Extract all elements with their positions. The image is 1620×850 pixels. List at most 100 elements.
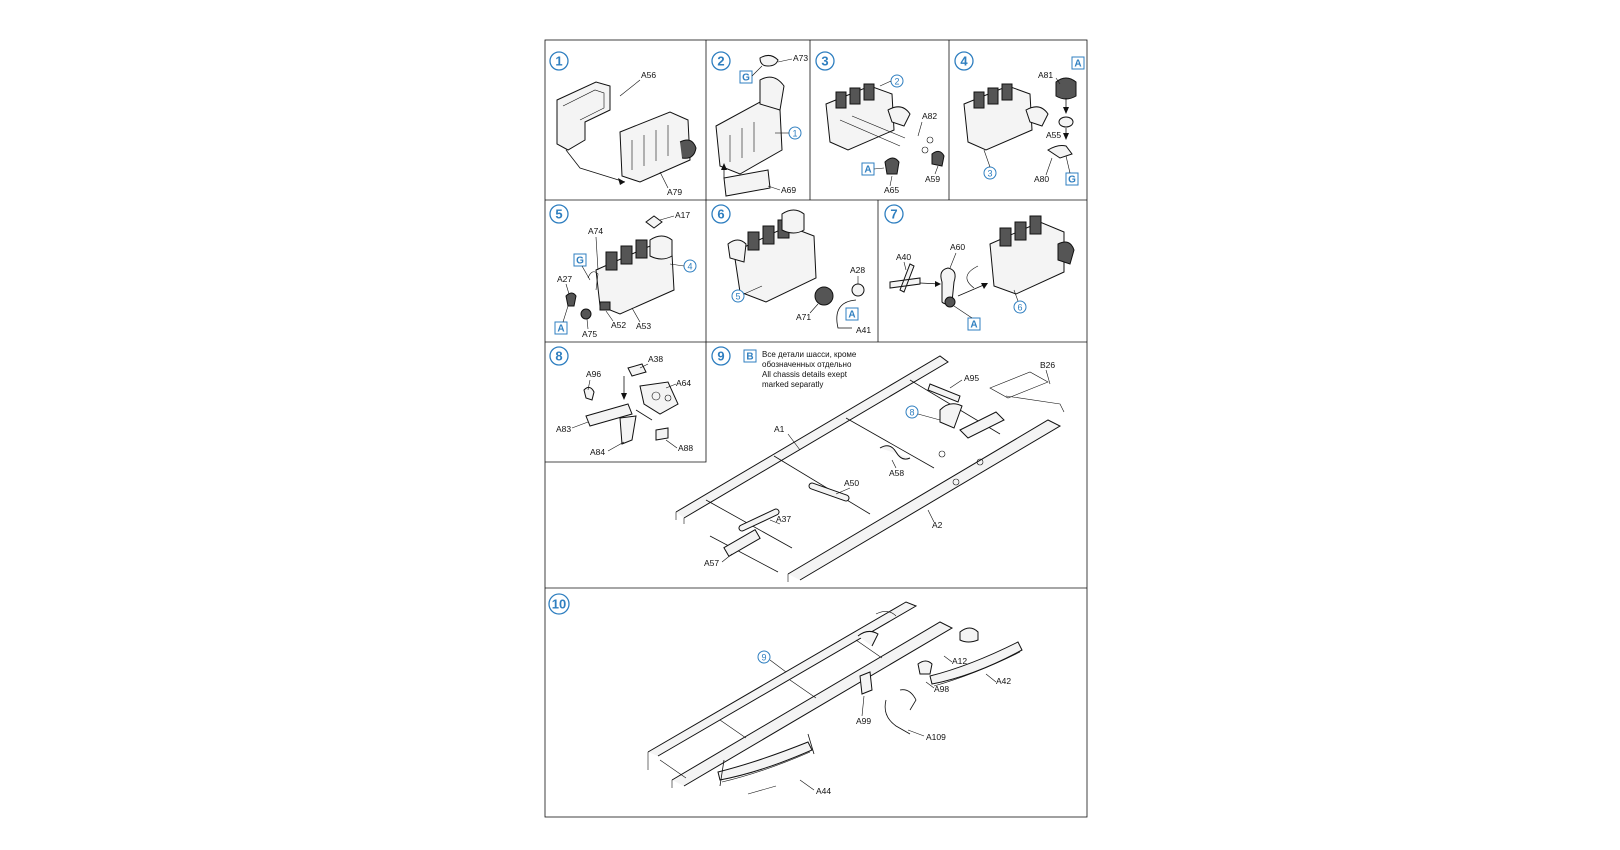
part-label: A60 [950,242,965,252]
part-label: A2 [932,520,943,530]
part-label: A40 [896,252,911,262]
part-label: A82 [922,111,937,121]
part-label: A99 [856,716,871,726]
part-label: A38 [648,354,663,364]
step-number-badge: 4 [954,51,974,71]
part-label: A44 [816,786,831,796]
ref-circle: 2 [890,74,904,88]
svg-text:A: A [864,165,871,176]
chassis-frame-drawing [675,355,1065,582]
part-label: A52 [611,320,626,330]
svg-text:8: 8 [555,349,562,364]
part-label: A58 [889,468,904,478]
step-9-panel: 9 B Все детали шасси, кроме обозначенных… [675,346,1065,582]
part-label: A28 [850,265,865,275]
step-number-badge: 10 [548,593,570,615]
part-label: A95 [964,373,979,383]
svg-text:G: G [576,256,584,267]
svg-text:1: 1 [792,129,797,139]
part-label: A98 [934,684,949,694]
svg-text:8: 8 [909,408,914,418]
part-label: A55 [1046,130,1061,140]
svg-text:A: A [1074,59,1081,70]
part-label: A80 [1034,174,1049,184]
part-label: A53 [636,321,651,331]
svg-text:5: 5 [735,292,740,302]
part-label: A57 [704,558,719,568]
svg-text:10: 10 [552,597,566,612]
letter-tag: A [967,317,981,331]
svg-text:3: 3 [987,169,992,179]
svg-text:9: 9 [761,653,766,663]
engine-block-drawing [556,81,697,185]
ref-circle: 5 [731,289,745,303]
svg-text:B: B [746,352,753,363]
svg-text:9: 9 [717,349,724,364]
svg-text:A: A [848,310,855,321]
part-label: A81 [1038,70,1053,80]
part-label: A41 [856,325,871,335]
part-label: A17 [675,210,690,220]
svg-text:G: G [742,73,750,84]
part-label: A109 [926,732,946,742]
step-number-badge: 5 [549,204,569,224]
part-label: A96 [586,369,601,379]
engine-block-drawing [565,215,675,320]
engine-block-drawing [889,215,1075,308]
step-7-panel: 7 A40 A60 A 6 [884,204,1075,331]
ref-circle: 3 [983,166,997,180]
step-1-panel: 1 A56 A79 [549,51,697,197]
part-label: A83 [556,424,571,434]
step-number-badge: 3 [815,51,835,71]
engine-block-drawing [825,83,945,175]
part-label: A12 [952,656,967,666]
engine-block-drawing [963,77,1077,159]
svg-text:2: 2 [894,77,899,87]
svg-text:4: 4 [960,54,968,69]
part-label: A74 [588,226,603,236]
step-10-panel: 10 9 [548,593,1023,796]
letter-tag: G [739,70,753,84]
ref-circle: 1 [788,126,802,140]
engine-block-drawing [727,209,865,329]
part-label: A59 [925,174,940,184]
svg-text:2: 2 [717,54,724,69]
letter-tag: G [1065,172,1079,186]
chassis-assembly-drawing [647,601,1023,795]
part-label: A42 [996,676,1011,686]
svg-text:7: 7 [890,207,897,222]
step-number-badge: 1 [549,51,569,71]
part-label: A79 [667,187,682,197]
step-number-badge: 7 [884,204,904,224]
part-label: A71 [796,312,811,322]
spring-hanger-drawing [583,363,679,445]
svg-text:1: 1 [555,54,562,69]
step-number-badge: 2 [711,51,731,71]
ref-circle: 8 [905,405,919,419]
part-label: A73 [793,53,808,63]
step-3-panel: 3 2 A82 A A65 A59 [815,51,945,195]
engine-block-drawing [715,54,785,197]
svg-text:6: 6 [1017,303,1022,313]
ref-circle: 6 [1013,300,1027,314]
part-label: A65 [884,185,899,195]
part-label: A69 [781,185,796,195]
chassis-note: Все детали шасси, кроме обозначенных отд… [762,350,857,389]
svg-text:marked separatly: marked separatly [762,380,823,389]
part-label: A1 [774,424,785,434]
letter-tag: A [1071,56,1085,70]
svg-text:4: 4 [687,262,692,272]
letter-tag: A [554,321,568,335]
step-8-panel: 8 A38 A96 A64 A83 A84 A88 [549,346,693,457]
step-2-panel: 2 A73 G 1 A69 [711,51,808,197]
letter-tag: B [743,349,757,363]
svg-text:G: G [1068,175,1076,186]
letter-tag: A [861,162,875,176]
part-label: A88 [678,443,693,453]
svg-text:A: A [970,320,977,331]
svg-text:3: 3 [821,54,828,69]
svg-text:5: 5 [555,207,562,222]
step-4-panel: 4 A81 A A55 3 A80 [954,51,1085,186]
step-number-badge: 8 [549,346,569,366]
svg-text:Все детали шасси, кроме: Все детали шасси, кроме [762,350,857,359]
